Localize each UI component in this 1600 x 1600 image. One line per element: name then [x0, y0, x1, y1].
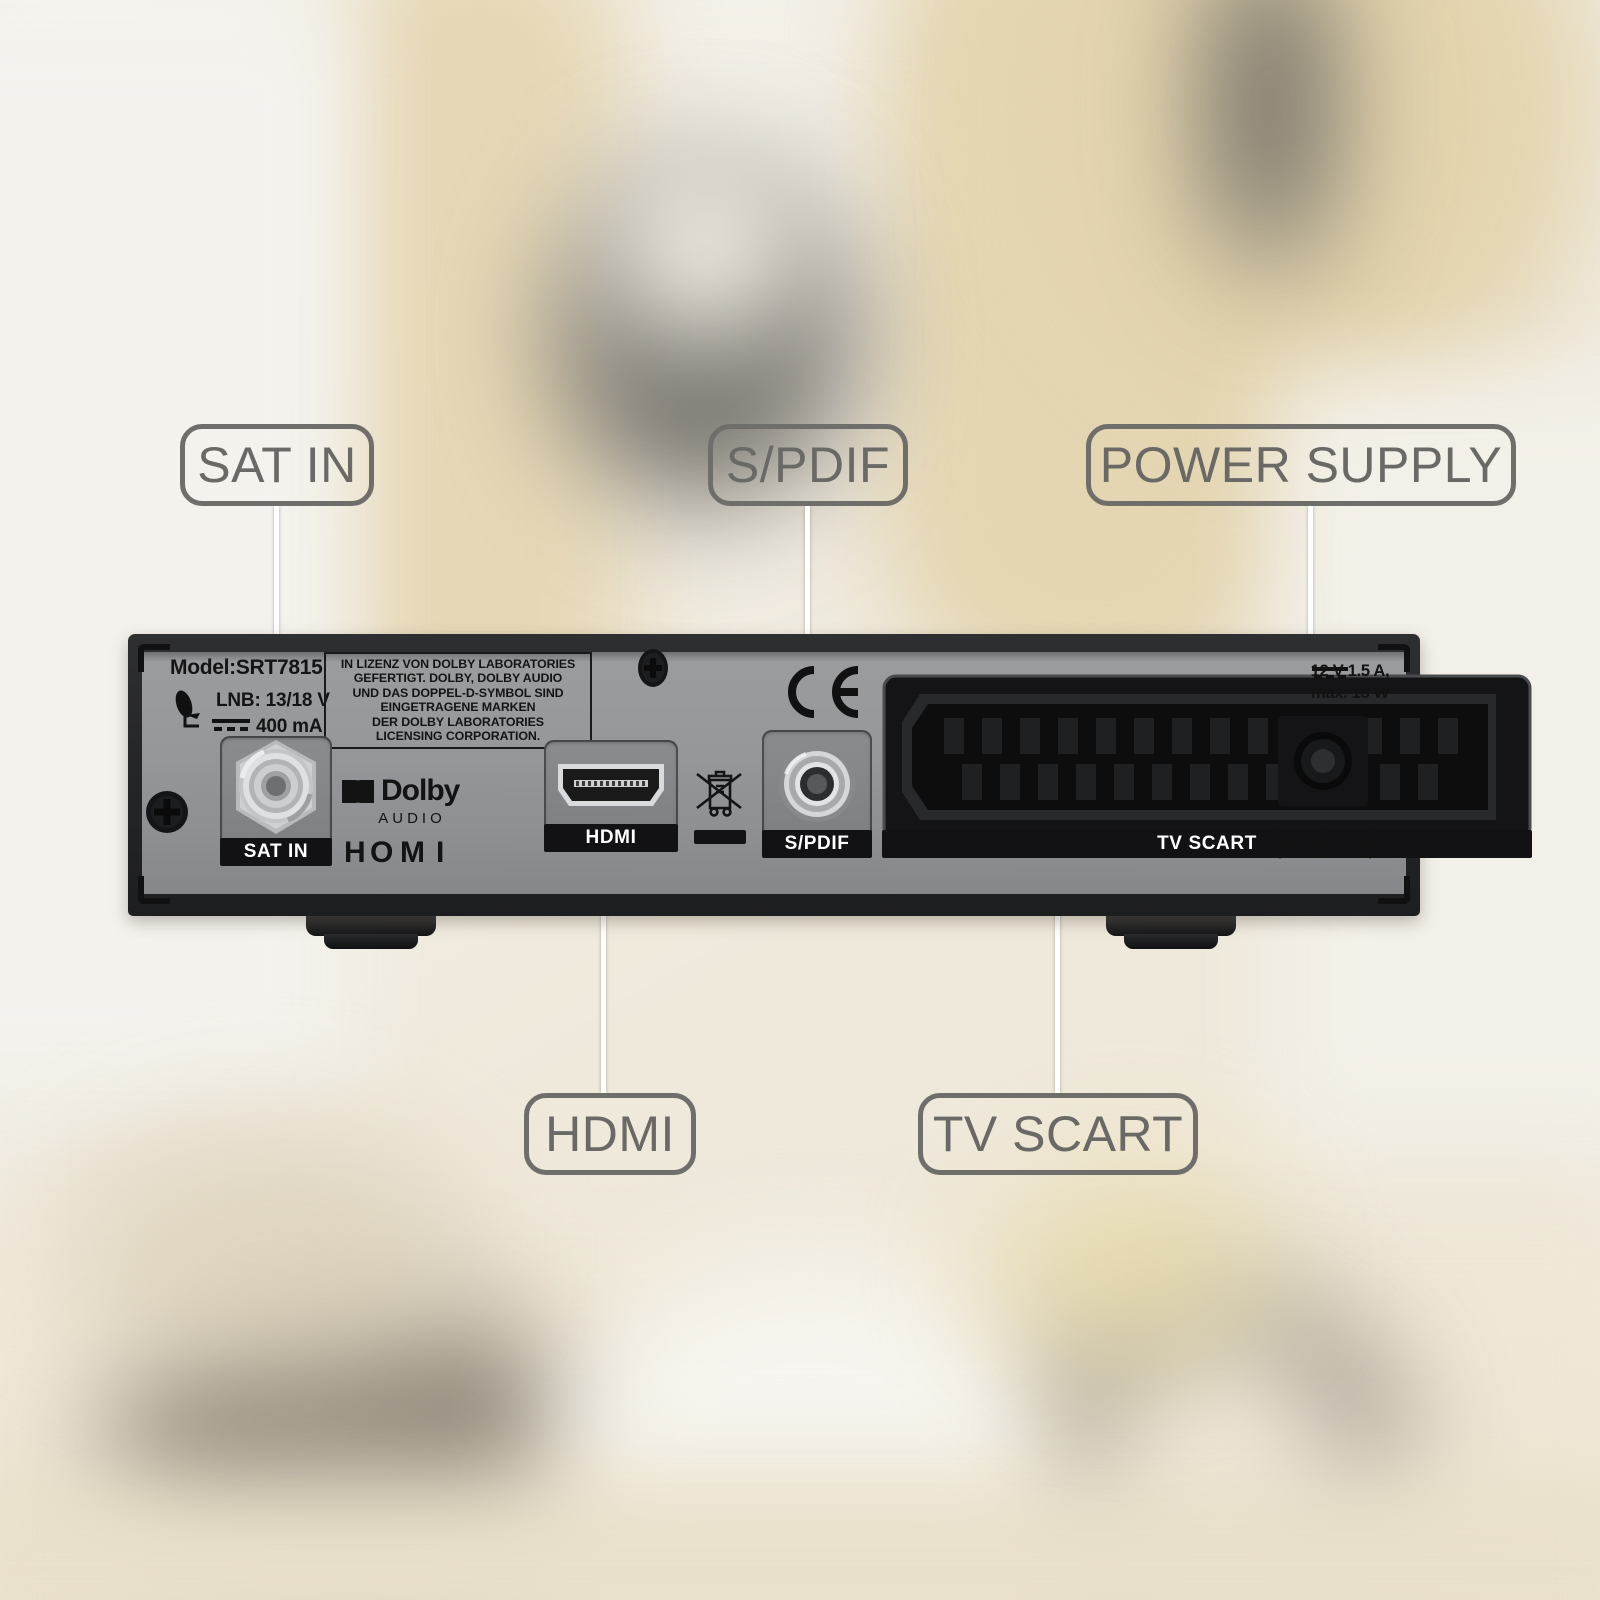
corner-bracket-top-right — [1378, 644, 1410, 672]
callout-sat-in[interactable]: SAT IN — [180, 424, 374, 506]
dc-current-symbol — [212, 716, 252, 734]
dolby-notice-line-4: EINGETRAGENE MARKEN — [380, 700, 536, 715]
chassis-screw-left — [144, 789, 190, 835]
bg-cushion — [980, 1150, 1280, 1380]
leader-line-tv-scart — [1055, 772, 1060, 1093]
lnb-current-text: 400 mA — [256, 716, 323, 737]
dolby-notice-line-5: DER DOLBY LABORATORIES — [372, 714, 544, 729]
device-foot-left — [306, 914, 436, 949]
power-dc-symbol-icon — [1312, 665, 1350, 681]
satellite-receiver-rear-panel: Model:SRT7815 LNB: 13/18 V 400 mA IN LIZ… — [128, 634, 1532, 949]
leader-line-hdmi — [601, 800, 606, 1093]
dc-power-jack[interactable] — [1278, 716, 1368, 806]
callout-tv-scart[interactable]: TV SCART — [918, 1093, 1198, 1175]
dolby-wordmark: Dolby — [381, 774, 460, 807]
weee-crossed-bin-icon — [694, 762, 746, 824]
device-foot-right — [1106, 914, 1236, 949]
model-number-text: Model:SRT7815 — [170, 656, 323, 679]
chassis-screw-top-center — [636, 648, 670, 688]
callout-spdif[interactable]: S/PDIF — [708, 424, 908, 506]
dolby-notice-line-2: GEFERTIGT. DOLBY, DOLBY AUDIO — [353, 671, 563, 686]
sat-in-port-label: SAT IN — [220, 838, 332, 866]
svg-text:I: I — [436, 836, 445, 868]
dolby-licence-notice: IN LIZENZ VON DOLBY LABORATORIES GEFERTI… — [324, 652, 592, 750]
callout-sat-in-label: SAT IN — [197, 437, 357, 493]
bg-wall-left — [0, 0, 350, 1100]
spdif-port-label: S/PDIF — [762, 830, 872, 858]
callout-spdif-label: S/PDIF — [725, 437, 891, 493]
dolby-notice-line-6: LICENSING CORPORATION. — [375, 728, 541, 743]
satellite-dish-icon — [170, 688, 208, 728]
dolby-notice-line-1: IN LIZENZ VON DOLBY LABORATORIES — [340, 657, 576, 671]
power-rating-line-1: 12 V 1.5 A, — [1250, 662, 1450, 682]
power-rating-line-2: max. 18 W — [1310, 684, 1389, 702]
bg-lamp-highlight — [600, 140, 810, 350]
hdmi-port-label: HDMI — [544, 824, 678, 852]
sat-in-f-connector[interactable] — [224, 734, 328, 846]
callout-power-supply[interactable]: POWER SUPPLY — [1086, 424, 1516, 506]
svg-text:H: H — [344, 836, 367, 868]
tv-scart-port-label: TV SCART — [882, 830, 1532, 858]
bg-sofa-back — [60, 1120, 480, 1380]
bg-floor-warm — [0, 1470, 1600, 1600]
callout-hdmi-label: HDMI — [545, 1106, 675, 1162]
weee-underline-bar — [694, 830, 746, 844]
corner-bracket-bottom-right — [1378, 876, 1410, 904]
hdmi-port[interactable] — [554, 756, 668, 818]
svg-text:O: O — [370, 836, 394, 868]
dc-polarity-symbol-icon — [1264, 826, 1386, 860]
dolby-audio-logo: Dolby AUDIO — [340, 774, 476, 827]
hdmi-wordmark-logo: H O M I — [344, 836, 472, 868]
bg-dark-strip — [1210, 0, 1330, 270]
svg-text:M: M — [400, 836, 426, 868]
dolby-double-d-icon — [342, 779, 374, 803]
corner-bracket-bottom-left — [138, 876, 170, 904]
callout-hdmi[interactable]: HDMI — [524, 1093, 696, 1175]
corner-bracket-top-left — [138, 644, 170, 672]
spdif-coaxial-jack[interactable] — [772, 738, 862, 830]
callout-tv-scart-label: TV SCART — [932, 1106, 1184, 1162]
callout-power-supply-label: POWER SUPPLY — [1099, 437, 1503, 493]
lnb-voltage-text: LNB: 13/18 V — [216, 690, 330, 711]
ce-mark-icon — [778, 662, 864, 722]
dolby-audio-subtext: AUDIO — [378, 810, 446, 827]
dolby-notice-line-3: UND DAS DOPPEL-D-SYMBOL SIND — [352, 685, 564, 700]
